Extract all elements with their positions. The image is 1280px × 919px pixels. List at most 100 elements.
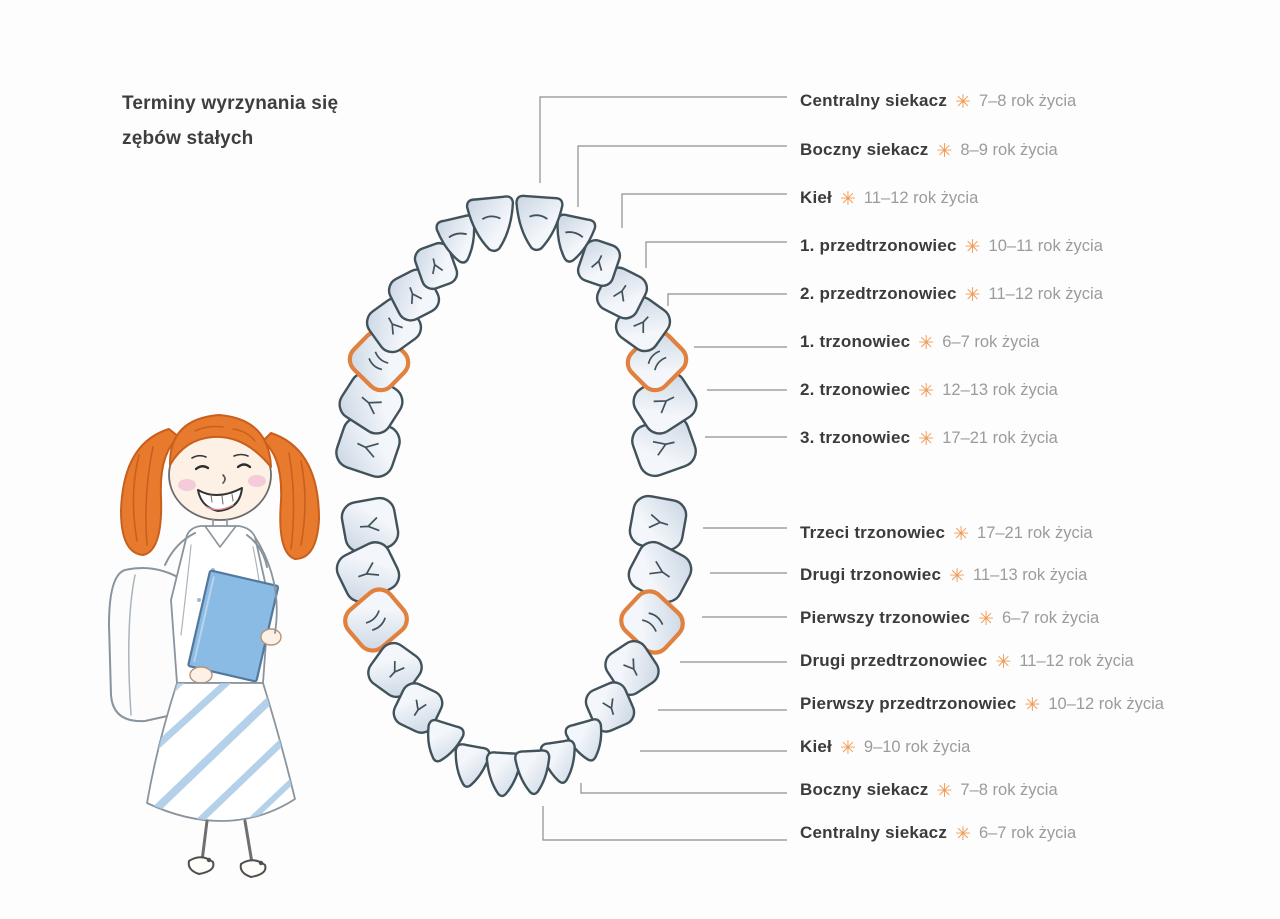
asterisk-icon: ✳ [918, 332, 935, 354]
tooth-lower-left-1 [485, 751, 523, 798]
eruption-age: 11–13 rok życia [973, 565, 1088, 584]
eruption-age: 6–7 rok życia [978, 823, 1077, 842]
cheek-left [178, 479, 196, 491]
label-upper-second-molar: 2. trzonowiec ✳ 12–13 rok życia [800, 380, 1058, 402]
eruption-age: 11–12 rok życia [1019, 651, 1134, 670]
shirt-collar [204, 525, 237, 548]
tooth-name: 2. trzonowiec [800, 380, 911, 399]
label-lower-second-molar: Drugi trzonowiec ✳ 11–13 rok życia [800, 565, 1088, 587]
asterisk-icon: ✳ [955, 823, 971, 845]
asterisk-icon: ✳ [949, 565, 966, 587]
connector-line [621, 193, 787, 228]
asterisk-icon: ✳ [936, 780, 953, 802]
label-upper-central-incisor: Centralny siekacz ✳ 7–8 rok życia [800, 91, 1077, 113]
tooth-lower-right-6-first-molar-highlighted [619, 589, 685, 655]
hand-right [260, 628, 282, 646]
label-upper-third-molar: 3. trzonowiec ✳ 17–21 rok życia [800, 428, 1058, 450]
asterisk-icon: ✳ [978, 608, 994, 630]
tooth-name: Centralny siekacz [800, 823, 948, 842]
connector-line [577, 145, 787, 207]
cheek-right [248, 475, 266, 487]
pigtail-right-icon [262, 432, 320, 560]
tooth-name: Pierwszy trzonowiec [800, 608, 971, 627]
tooth-lower-right-1 [514, 749, 551, 796]
title-line-1: Terminy wyrzynania się [122, 93, 339, 114]
asterisk-icon: ✳ [964, 236, 981, 258]
tooth-lower-left-6-first-molar-highlighted [343, 587, 409, 653]
label-upper-first-premolar: 1. przedtrzonowiec ✳ 10–11 rok życia [800, 236, 1103, 258]
tooth-upper-right-2 [556, 213, 597, 263]
eruption-age: 17–21 rok życia [977, 523, 1093, 542]
shoe-left [187, 856, 215, 875]
pigtail-left-icon [120, 428, 180, 556]
tooth-lower-left-3 [426, 718, 465, 763]
tooth-lower-right-5 [604, 639, 660, 697]
connector-line [542, 806, 787, 841]
label-upper-second-premolar: 2. przedtrzonowiec ✳ 11–12 rok życia [800, 284, 1103, 306]
title-line-2: zębów stałych [122, 128, 254, 150]
eruption-age: 6–7 rok życia [1002, 608, 1100, 627]
eruption-age: 7–8 rok życia [978, 91, 1077, 110]
asterisk-icon: ✳ [839, 188, 856, 210]
asterisk-icon: ✳ [955, 91, 971, 113]
tooth-lower-left-2 [454, 743, 491, 788]
asterisk-icon: ✳ [839, 737, 856, 759]
label-lower-canine: Kieł ✳ 9–10 rok życia [800, 737, 971, 759]
eruption-age: 11–12 rok życia [988, 284, 1103, 303]
tooth-name: Boczny siekacz [800, 140, 929, 159]
tooth-name: Trzeci trzonowiec [800, 523, 946, 542]
tooth-name: Pierwszy przedtrzonowiec [800, 694, 1017, 713]
tooth-name: 1. przedtrzonowiec [800, 236, 957, 255]
asterisk-icon: ✳ [1024, 694, 1041, 716]
tooth-name: 3. trzonowiec [800, 428, 911, 447]
label-lower-lateral-incisor: Boczny siekacz ✳ 7–8 rok życia [800, 780, 1058, 802]
tooth-name: 2. przedtrzonowiec [800, 284, 957, 303]
tooth-name: 1. trzonowiec [800, 332, 911, 351]
girl-mouth [197, 487, 243, 512]
label-lower-third-molar: Trzeci trzonowiec ✳ 17–21 rok życia [800, 523, 1093, 545]
girl-legs [200, 819, 254, 865]
asterisk-icon: ✳ [953, 523, 970, 545]
label-upper-canine: Kieł ✳ 11–12 rok życia [800, 188, 978, 210]
eruption-age: 10–11 rok życia [988, 236, 1103, 255]
connector-line [539, 96, 787, 183]
girl-illustration [108, 414, 320, 878]
tooth-name: Kieł [800, 737, 832, 756]
asterisk-icon: ✳ [936, 140, 953, 162]
eruption-age: 12–13 rok życia [942, 380, 1058, 399]
shoe-right [239, 859, 267, 878]
asterisk-icon: ✳ [995, 651, 1012, 673]
tooth-upper-left-3 [413, 241, 459, 291]
page-title: Terminy wyrzynania się zębów stałych [122, 86, 402, 156]
tooth-upper-left-1 [465, 195, 515, 253]
asterisk-icon: ✳ [918, 380, 935, 402]
label-lower-central-incisor: Centralny siekacz ✳ 6–7 rok życia [800, 823, 1077, 845]
tooth-lower-left-4 [392, 682, 444, 734]
connector-line [580, 783, 787, 794]
tooth-name: Boczny siekacz [800, 780, 929, 799]
eruption-age: 9–10 rok życia [863, 737, 971, 756]
blue-book [187, 569, 280, 683]
asterisk-icon: ✳ [964, 284, 981, 306]
tooth-name: Kieł [800, 188, 832, 207]
tooth-upper-right-8 [631, 414, 697, 478]
connector-line [667, 293, 787, 306]
eruption-age: 7–8 rok życia [960, 780, 1058, 799]
tooth-name: Centralny siekacz [800, 91, 948, 110]
tooth-name: Drugi trzonowiec [800, 565, 942, 584]
label-lower-first-premolar: Pierwszy przedtrzonowiec ✳ 10–12 rok życ… [800, 694, 1164, 716]
eruption-age: 6–7 rok życia [942, 332, 1040, 351]
eruption-age: 17–21 rok życia [942, 428, 1058, 447]
tooth-upper-right-1 [515, 194, 564, 252]
label-upper-lateral-incisor: Boczny siekacz ✳ 8–9 rok życia [800, 140, 1058, 162]
tooth-name: Drugi przedtrzonowiec [800, 651, 988, 670]
label-lower-second-premolar: Drugi przedtrzonowiec ✳ 11–12 rok życia [800, 651, 1134, 673]
tooth-upper-left-2 [435, 214, 476, 264]
girl-eyes [191, 453, 249, 459]
girl-nose [222, 474, 226, 484]
hand-left [189, 666, 213, 684]
label-lower-first-molar: Pierwszy trzonowiec ✳ 6–7 rok życia [800, 608, 1100, 630]
asterisk-icon: ✳ [918, 428, 935, 450]
